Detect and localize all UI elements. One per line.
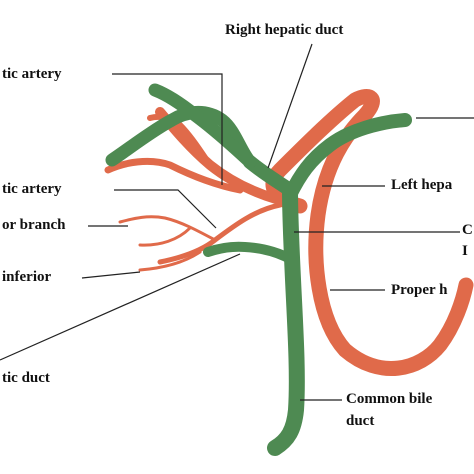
label-cystic-artery: tic artery [2,181,62,197]
right-hepatic-artery-upper-branch [147,113,213,168]
label-common-bile-duct-line1: Common bile [346,391,433,407]
arteries [104,89,474,376]
left-hepatic-duct [283,113,412,202]
cystic-artery-inferior-branch [138,250,202,272]
leader-lines [0,43,474,401]
label-cystic-line2: I [462,243,468,259]
leader-common-hepatic-duct [0,253,241,361]
common-bile-duct [267,182,305,456]
proper-hepatic-artery [265,89,474,376]
cystic-duct [203,241,297,265]
leader-inferior [81,271,141,279]
leader-right-hepatic-artery [112,73,223,185]
label-anterior-branch: or branch [2,217,66,233]
label-cystic-line1: C [462,222,473,238]
label-common-hepatic-duct: tic duct [2,370,50,386]
right-hepatic-artery-lower-branch [104,157,244,194]
right-posterior-sectoral-duct [148,83,257,169]
cystic-artery-anterior-branch [118,215,217,242]
label-right-hepatic-artery: tic artery [2,66,62,82]
label-inferior: inferior [2,269,52,285]
label-left-hepatic: Left hepa [391,177,453,193]
label-right-hepatic-duct: Right hepatic duct [225,22,344,38]
cystic-artery-anterior-twig [138,226,192,247]
ducts [105,83,412,456]
label-proper-hepatic: Proper h [391,282,448,298]
leader-cystic-artery [114,189,217,229]
leader-right-hepatic-duct [267,43,313,169]
label-common-bile-duct-line2: duct [346,413,375,429]
